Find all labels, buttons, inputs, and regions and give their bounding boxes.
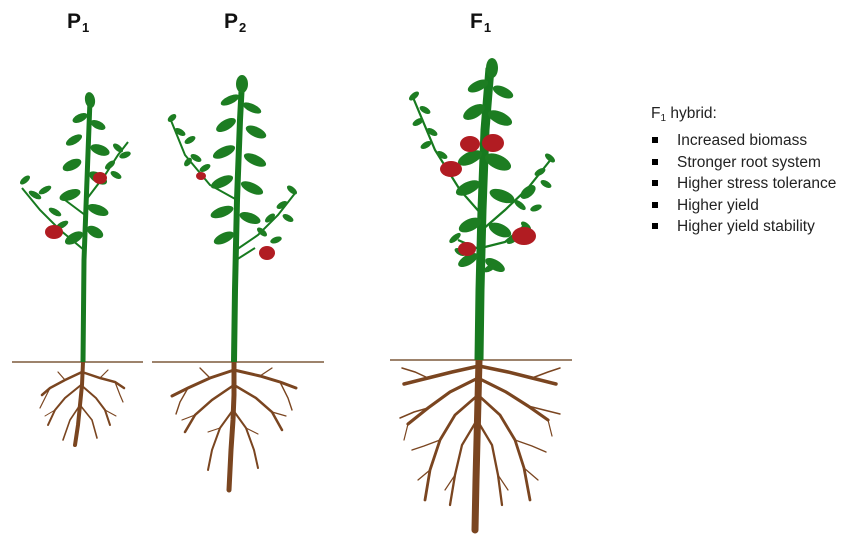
fruit xyxy=(458,242,476,256)
fruits-p1 xyxy=(45,168,110,239)
roots-p1 xyxy=(40,362,124,445)
hybrid-traits-legend: F1 hybrid: Increased biomass Stronger ro… xyxy=(651,105,836,238)
legend-item-text: Higher stress tolerance xyxy=(677,175,836,192)
fruit xyxy=(440,161,462,177)
roots-f1 xyxy=(400,360,560,530)
legend-item: Higher stress tolerance xyxy=(651,173,836,195)
legend-item: Higher yield stability xyxy=(651,216,836,238)
legend-list: Increased biomass Stronger root system H… xyxy=(651,130,836,238)
bullet-icon xyxy=(652,180,658,186)
legend-item-text: Higher yield stability xyxy=(677,218,815,235)
fruit xyxy=(512,227,536,245)
legend-item-text: Increased biomass xyxy=(677,132,807,149)
legend-item: Increased biomass xyxy=(651,130,836,152)
plant-p1 xyxy=(18,91,131,445)
bullet-icon xyxy=(652,223,658,229)
fruit xyxy=(93,172,107,184)
leaves-p1 xyxy=(18,91,131,247)
legend-item-text: Higher yield xyxy=(677,197,759,214)
plant-p2 xyxy=(166,75,298,490)
fruit xyxy=(259,246,275,260)
legend-item: Stronger root system xyxy=(651,152,836,174)
bullet-icon xyxy=(652,202,658,208)
plant-f1 xyxy=(400,58,560,530)
legend-item-text: Stronger root system xyxy=(677,154,821,171)
legend-item: Higher yield xyxy=(651,195,836,217)
fruit xyxy=(45,225,63,239)
legend-header-rest: hybrid: xyxy=(666,105,717,122)
legend-header: F1 hybrid: xyxy=(651,105,836,124)
stem-p2 xyxy=(234,82,242,362)
bullet-icon xyxy=(652,137,658,143)
bullet-icon xyxy=(652,159,658,165)
fruit xyxy=(460,136,480,152)
leaves-p2 xyxy=(166,75,298,247)
fruit xyxy=(196,172,206,180)
roots-p2 xyxy=(172,362,296,490)
fruit xyxy=(482,134,504,152)
